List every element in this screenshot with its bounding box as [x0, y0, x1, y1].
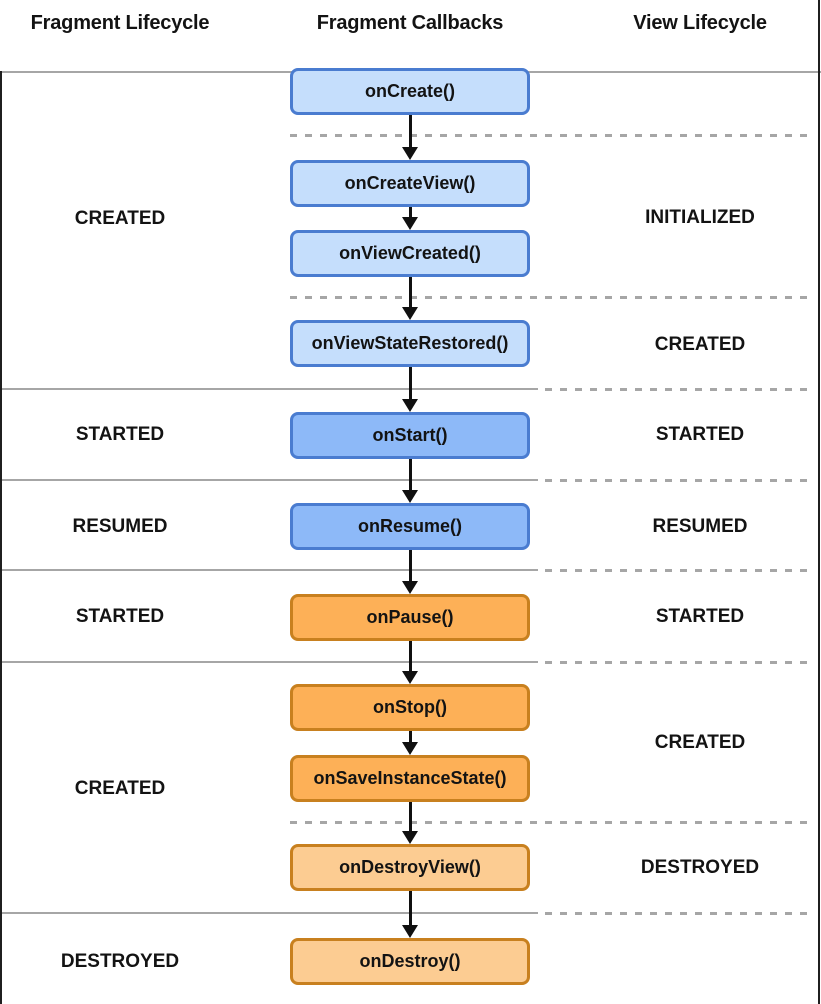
arrow-head-icon — [402, 671, 418, 684]
callback-box-onstart: onStart() — [290, 412, 530, 459]
callback-label: onPause() — [366, 607, 454, 627]
callback-label: onViewStateRestored() — [311, 333, 509, 353]
callback-label: onDestroyView() — [339, 857, 481, 877]
callback-label: onStop() — [373, 697, 447, 717]
view-state-label: CREATED — [654, 732, 746, 753]
arrow-head-icon — [402, 490, 418, 503]
flow-arrow — [402, 891, 418, 938]
view-state-divider — [290, 134, 814, 137]
arrow-head-icon — [402, 831, 418, 844]
fragment-state-label: STARTED — [75, 606, 165, 627]
callback-label: onStart() — [372, 425, 448, 445]
view-state-label: RESUMED — [652, 516, 748, 537]
arrow-shaft — [408, 277, 412, 308]
column-header-fragment-lifecycle: Fragment Lifecycle — [30, 12, 210, 34]
flow-arrow — [402, 459, 418, 503]
callback-box-onsaveinstancestate: onSaveInstanceState() — [290, 755, 530, 802]
flow-arrow — [402, 115, 418, 160]
arrow-shaft — [408, 550, 412, 582]
view-state-label: INITIALIZED — [645, 207, 755, 228]
flow-arrow — [402, 277, 418, 320]
view-state-label: DESTROYED — [640, 857, 760, 878]
view-state-divider — [545, 479, 814, 482]
arrow-head-icon — [402, 147, 418, 160]
arrow-shaft — [408, 207, 412, 218]
view-state-divider — [290, 296, 814, 299]
flow-arrow — [402, 731, 418, 755]
flow-arrow — [402, 802, 418, 844]
arrow-head-icon — [402, 399, 418, 412]
arrow-shaft — [408, 459, 412, 491]
view-state-divider — [545, 661, 814, 664]
flow-arrow — [402, 367, 418, 412]
callback-box-onviewstaterestored: onViewStateRestored() — [290, 320, 530, 367]
arrow-shaft — [408, 115, 412, 148]
callback-label: onCreateView() — [344, 173, 476, 193]
arrow-shaft — [408, 731, 412, 743]
flow-arrow — [402, 550, 418, 594]
callback-label: onViewCreated() — [339, 243, 481, 263]
callback-box-oncreate: onCreate() — [290, 68, 530, 115]
callback-box-ondestroyview: onDestroyView() — [290, 844, 530, 891]
fragment-state-divider — [0, 479, 538, 481]
arrow-head-icon — [402, 217, 418, 230]
view-state-divider — [545, 569, 814, 572]
view-state-label: CREATED — [654, 334, 746, 355]
fragment-state-divider — [0, 661, 538, 663]
arrow-head-icon — [402, 742, 418, 755]
callback-box-ondestroy: onDestroy() — [290, 938, 530, 985]
callback-label: onCreate() — [364, 81, 455, 101]
left-edge-border — [0, 71, 2, 1004]
arrow-shaft — [408, 367, 412, 400]
arrow-shaft — [408, 641, 412, 672]
fragment-state-label: DESTROYED — [60, 951, 180, 972]
view-state-divider — [545, 388, 814, 391]
view-state-divider — [290, 821, 814, 824]
arrow-shaft — [408, 802, 412, 832]
right-edge-border — [818, 0, 820, 1004]
fragment-state-label: CREATED — [74, 208, 166, 229]
view-state-divider — [545, 912, 814, 915]
column-header-fragment-callbacks: Fragment Callbacks — [316, 12, 504, 34]
arrow-shaft — [408, 891, 412, 926]
view-state-label: STARTED — [655, 606, 745, 627]
column-header-view-lifecycle: View Lifecycle — [633, 12, 767, 34]
fragment-state-label: CREATED — [74, 778, 166, 799]
callback-label: onDestroy() — [359, 951, 461, 971]
callback-box-onviewcreated: onViewCreated() — [290, 230, 530, 277]
fragment-state-divider — [0, 912, 538, 914]
arrow-head-icon — [402, 925, 418, 938]
arrow-head-icon — [402, 581, 418, 594]
callback-label: onResume() — [357, 516, 462, 536]
callback-box-onstop: onStop() — [290, 684, 530, 731]
view-state-label: STARTED — [655, 424, 745, 445]
fragment-state-label: RESUMED — [72, 516, 168, 537]
callback-box-onresume: onResume() — [290, 503, 530, 550]
callback-label: onSaveInstanceState() — [313, 768, 507, 788]
flow-arrow — [402, 641, 418, 684]
callback-box-oncreateview: onCreateView() — [290, 160, 530, 207]
callback-box-onpause: onPause() — [290, 594, 530, 641]
arrow-head-icon — [402, 307, 418, 320]
fragment-state-divider — [0, 388, 538, 390]
flow-arrow — [402, 207, 418, 230]
fragment-state-divider — [0, 569, 538, 571]
fragment-state-label: STARTED — [75, 424, 165, 445]
